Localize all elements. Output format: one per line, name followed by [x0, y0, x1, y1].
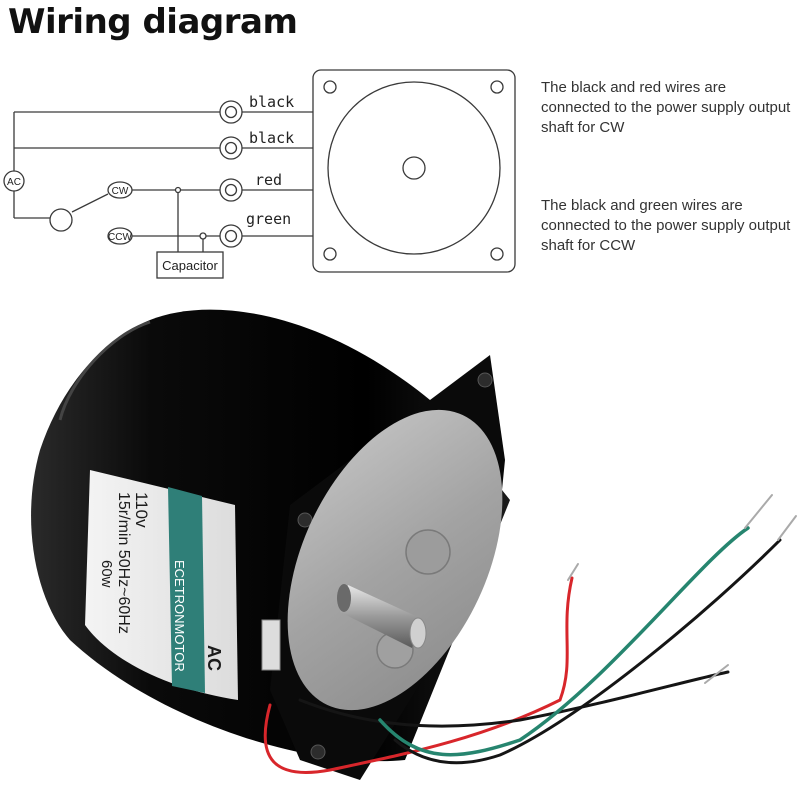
ac-label: AC [7, 177, 21, 188]
shaft-tip [409, 617, 427, 649]
diagram-title: Wiring diagram [8, 2, 298, 42]
terminal-green [219, 224, 243, 248]
wire-label-green: green [246, 210, 291, 228]
ccw-label: CCW [108, 232, 132, 243]
switch-pivot [49, 208, 73, 232]
wire-label-red: red [255, 171, 282, 189]
mount-hole-bl [323, 247, 337, 261]
flange-hole-3 [310, 744, 326, 760]
spec-voltage: 110v [132, 492, 151, 528]
black-wire-tip-upper [777, 515, 797, 541]
junction-red [174, 186, 182, 194]
red-motor-wire [263, 576, 574, 774]
ccw-wiring-note: The black and green wires are connected … [541, 197, 791, 254]
motor-flange-outline [312, 69, 516, 273]
ac-source [3, 170, 25, 192]
motor-shaft-outline [402, 156, 426, 180]
red-wire-tip [567, 563, 579, 581]
spec-label-band [168, 487, 205, 693]
mount-hole-tr [490, 80, 504, 94]
wire-label-black-2: black [249, 129, 294, 147]
switch-lever [71, 193, 109, 213]
motor-wires [263, 494, 797, 774]
spec-speed-frequency: 15r/min 50Hz~60Hz [115, 492, 132, 634]
cw-wiring-note: The black and red wires are connected to… [541, 79, 791, 136]
green-wire-tip [744, 494, 773, 529]
junction-green [199, 232, 207, 240]
wiring-schematic [3, 69, 516, 279]
black-motor-wire-upper [393, 538, 782, 765]
wire-label-black-1: black [249, 93, 294, 111]
capacitor-box [156, 251, 224, 279]
capacitor-label: Capacitor [162, 258, 218, 273]
black-motor-wire-lower [298, 670, 730, 728]
black-wire-tip-lower [704, 664, 729, 684]
shaft-base [337, 584, 351, 612]
flange-hole-2 [477, 372, 493, 388]
spec-brand: ECETRONMOTOR [172, 560, 187, 672]
mount-hole-tl [323, 80, 337, 94]
output-shaft [340, 585, 420, 648]
cw-terminal [107, 181, 133, 199]
terminal-black-1 [219, 100, 243, 124]
green-motor-wire [378, 526, 750, 757]
terminal-red [219, 178, 243, 202]
motor-illustration: 110v 15r/min 50Hz~60Hz 60w ECETRONMOTOR … [31, 309, 510, 780]
spec-power: 60w [98, 560, 115, 588]
wire-connector [261, 619, 281, 671]
motor-face-outline [327, 81, 501, 255]
cw-label: CW [112, 186, 129, 197]
terminal-black-2 [219, 136, 243, 160]
gear-plate [287, 409, 503, 711]
gear-boss-upper [405, 529, 451, 575]
mount-hole-br [490, 247, 504, 261]
flange-hole-1 [297, 512, 313, 528]
spec-model: AC [204, 645, 224, 671]
ccw-terminal [107, 227, 133, 245]
